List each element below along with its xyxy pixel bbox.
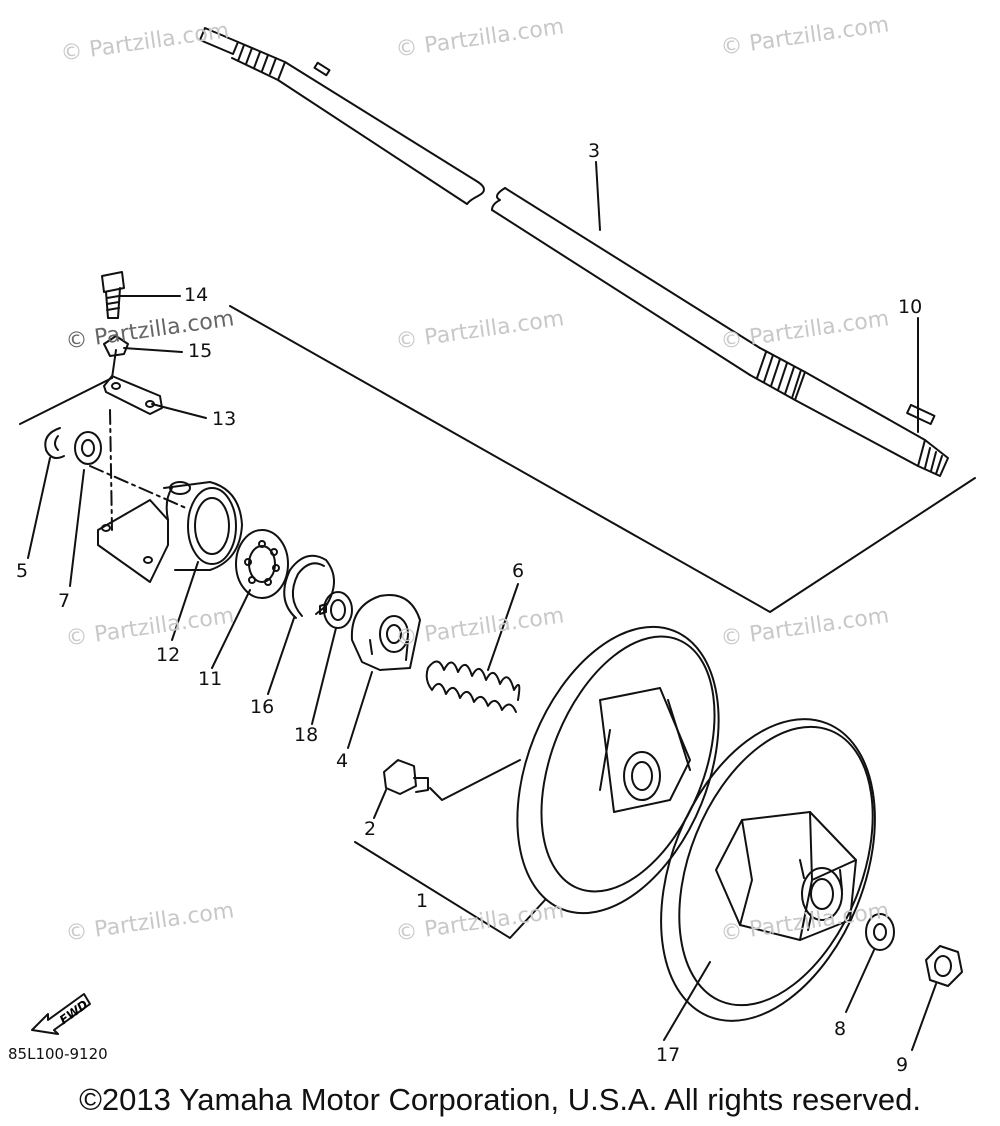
diagram-code: 85L100-9120	[8, 1045, 108, 1063]
part-label-5: 5	[16, 560, 29, 582]
spring	[425, 660, 521, 713]
part-label-7: 7	[58, 590, 71, 612]
copyright: ©2013 Yamaha Motor Corporation, U.S.A. A…	[79, 1082, 921, 1117]
snap-ring	[283, 554, 335, 619]
part-label-16: 16	[250, 696, 275, 718]
circlip	[44, 427, 65, 459]
part-label-13: 13	[212, 408, 237, 430]
collar	[319, 591, 353, 629]
part-label-11: 11	[198, 668, 223, 690]
shaft	[199, 27, 949, 477]
washer-large	[865, 913, 895, 951]
part-label-3: 3	[588, 140, 601, 162]
key	[906, 403, 936, 426]
bolt	[101, 271, 125, 319]
forward-arrow: FWD	[28, 990, 108, 1044]
part-label-1: 1	[416, 890, 429, 912]
part-label-10: 10	[898, 296, 923, 318]
part-label-14: 14	[184, 284, 209, 306]
part-label-4: 4	[336, 750, 349, 772]
bearing	[235, 529, 289, 599]
fixed-sheave	[516, 625, 720, 915]
plate	[103, 375, 163, 415]
part-label-17: 17	[656, 1044, 681, 1066]
part-label-15: 15	[188, 340, 213, 362]
washer	[74, 431, 102, 465]
part-label-8: 8	[834, 1018, 847, 1040]
part-label-9: 9	[896, 1054, 909, 1076]
cam	[350, 594, 421, 671]
slider	[383, 759, 429, 795]
nut-large	[925, 945, 963, 987]
movable-sheave	[660, 718, 876, 1022]
housing	[97, 481, 243, 583]
part-label-2: 2	[364, 818, 377, 840]
part-label-12: 12	[156, 644, 181, 666]
part-label-6: 6	[512, 560, 525, 582]
part-label-18: 18	[294, 724, 319, 746]
